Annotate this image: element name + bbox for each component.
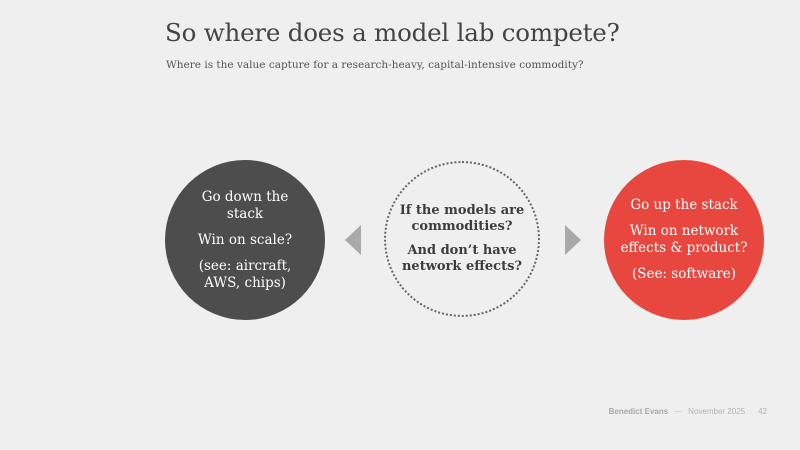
circle-text-line: Go down the [201, 188, 289, 205]
circle-text-line: Win on scale? [197, 231, 293, 248]
circle-text-line: Win on network [629, 223, 739, 239]
circle-text-line: network effects? [401, 259, 523, 274]
circle-text-line: effects & product? [620, 240, 748, 256]
page-number: 42 [758, 407, 767, 416]
slide-title: So where does a model lab compete? [165, 18, 620, 47]
circle-text-line: commodities? [411, 219, 513, 234]
circle-text-line: If the models are [399, 203, 525, 218]
circle-text-line: And don’t have [407, 243, 517, 258]
footer-separator: — [674, 407, 683, 416]
circle-text-line: Go up the stack [630, 197, 738, 213]
circle-text-line: (see: aircraft, [198, 257, 292, 274]
go-down-stack-circle: Go down the stack Win on scale? (see: ai… [165, 160, 325, 320]
slide-footer: Benedict Evans — November 2025 42 [609, 407, 767, 416]
slide-subtitle: Where is the value capture for a researc… [166, 59, 584, 71]
footer-author: Benedict Evans [608, 407, 669, 416]
go-up-stack-circle: Go up the stack Win on network effects &… [604, 160, 764, 320]
circle-text-line: (See: software) [631, 266, 737, 282]
circle-text-line: stack [226, 205, 264, 222]
footer-date: November 2025 [688, 407, 746, 416]
triangle-left-icon [345, 225, 361, 255]
circle-text-line: AWS, chips) [204, 274, 286, 291]
commodities-question-circle: If the models are commodities? And don’t… [384, 161, 540, 317]
triangle-right-icon [565, 225, 581, 255]
